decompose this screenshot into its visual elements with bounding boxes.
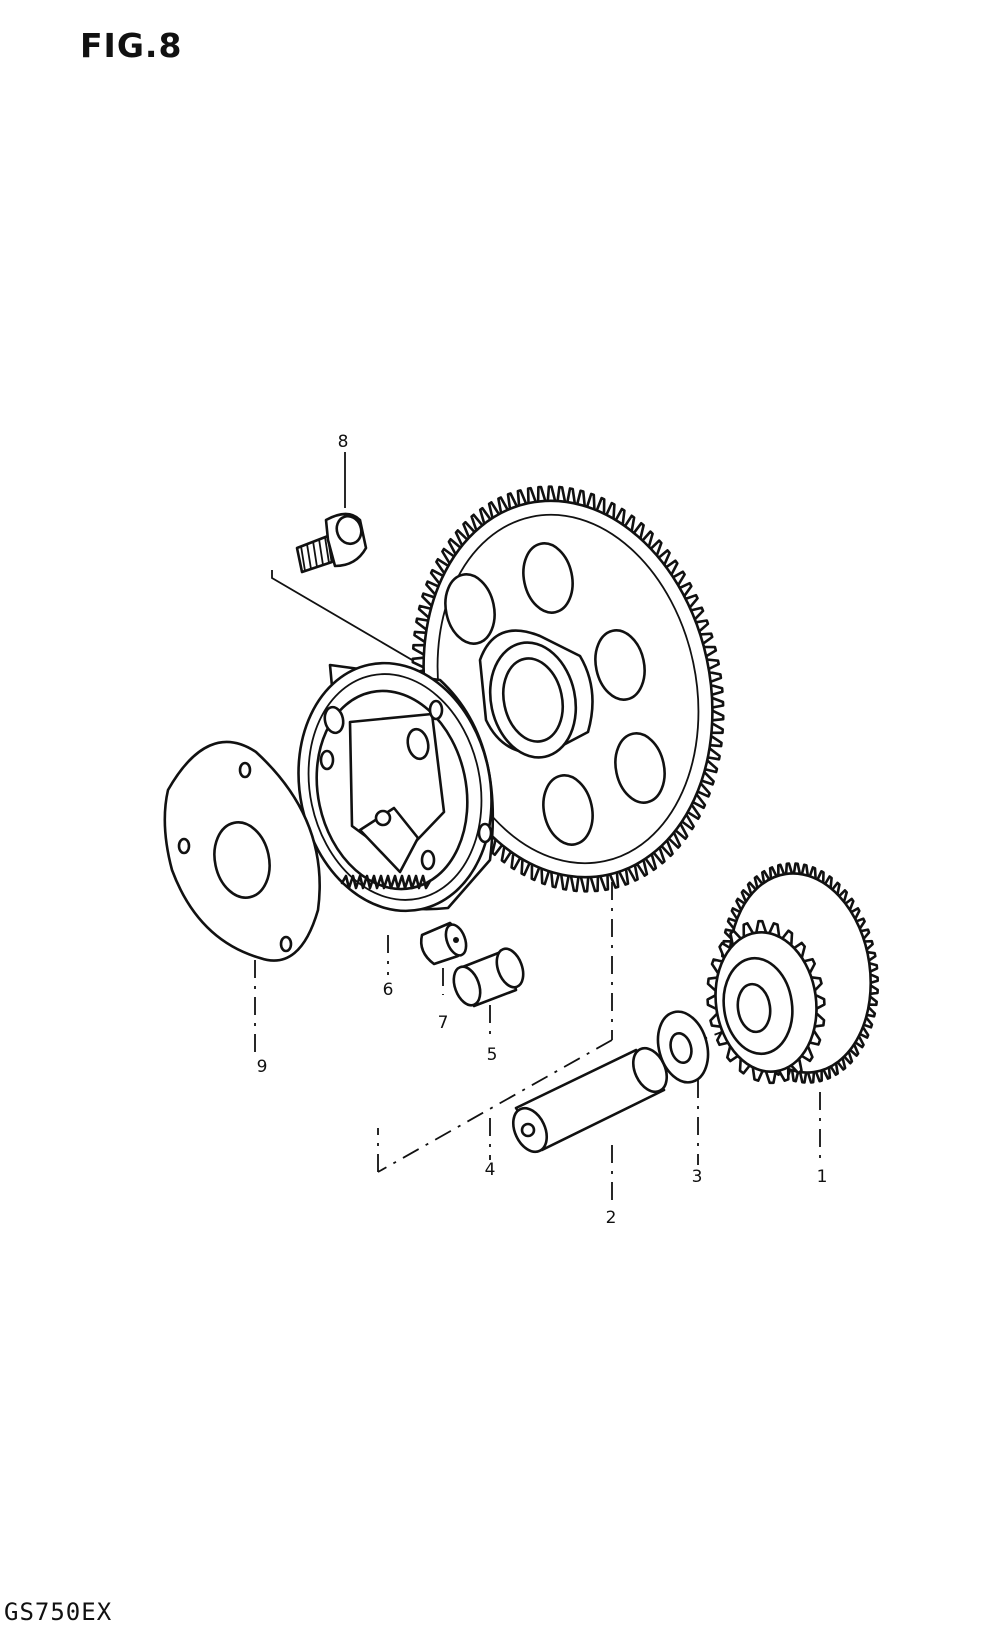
washer-part-3 (656, 1010, 710, 1084)
callout-2: 2 (605, 1208, 617, 1228)
callout-8: 8 (337, 432, 349, 452)
starter-idle-gear-part-1 (706, 862, 880, 1085)
idle-gear-shaft-part-2 (511, 1046, 669, 1154)
starter-clutch-assembly (297, 661, 495, 913)
roller-part-5 (452, 947, 525, 1008)
model-code: GS750EX (4, 1598, 113, 1626)
callout-1: 1 (816, 1167, 828, 1187)
pin-part-7 (419, 921, 468, 966)
callout-3: 3 (691, 1167, 703, 1187)
clutch-guide-plate-part-9 (163, 740, 321, 962)
callout-6: 6 (382, 980, 394, 1000)
callout-5: 5 (486, 1045, 498, 1065)
callout-4: 4 (484, 1160, 496, 1180)
callout-9: 9 (256, 1057, 268, 1077)
figure-label: FIG.8 (80, 26, 183, 65)
bolt-part-8 (295, 512, 368, 574)
spring-part-6 (340, 874, 432, 890)
callout-7: 7 (437, 1013, 449, 1033)
